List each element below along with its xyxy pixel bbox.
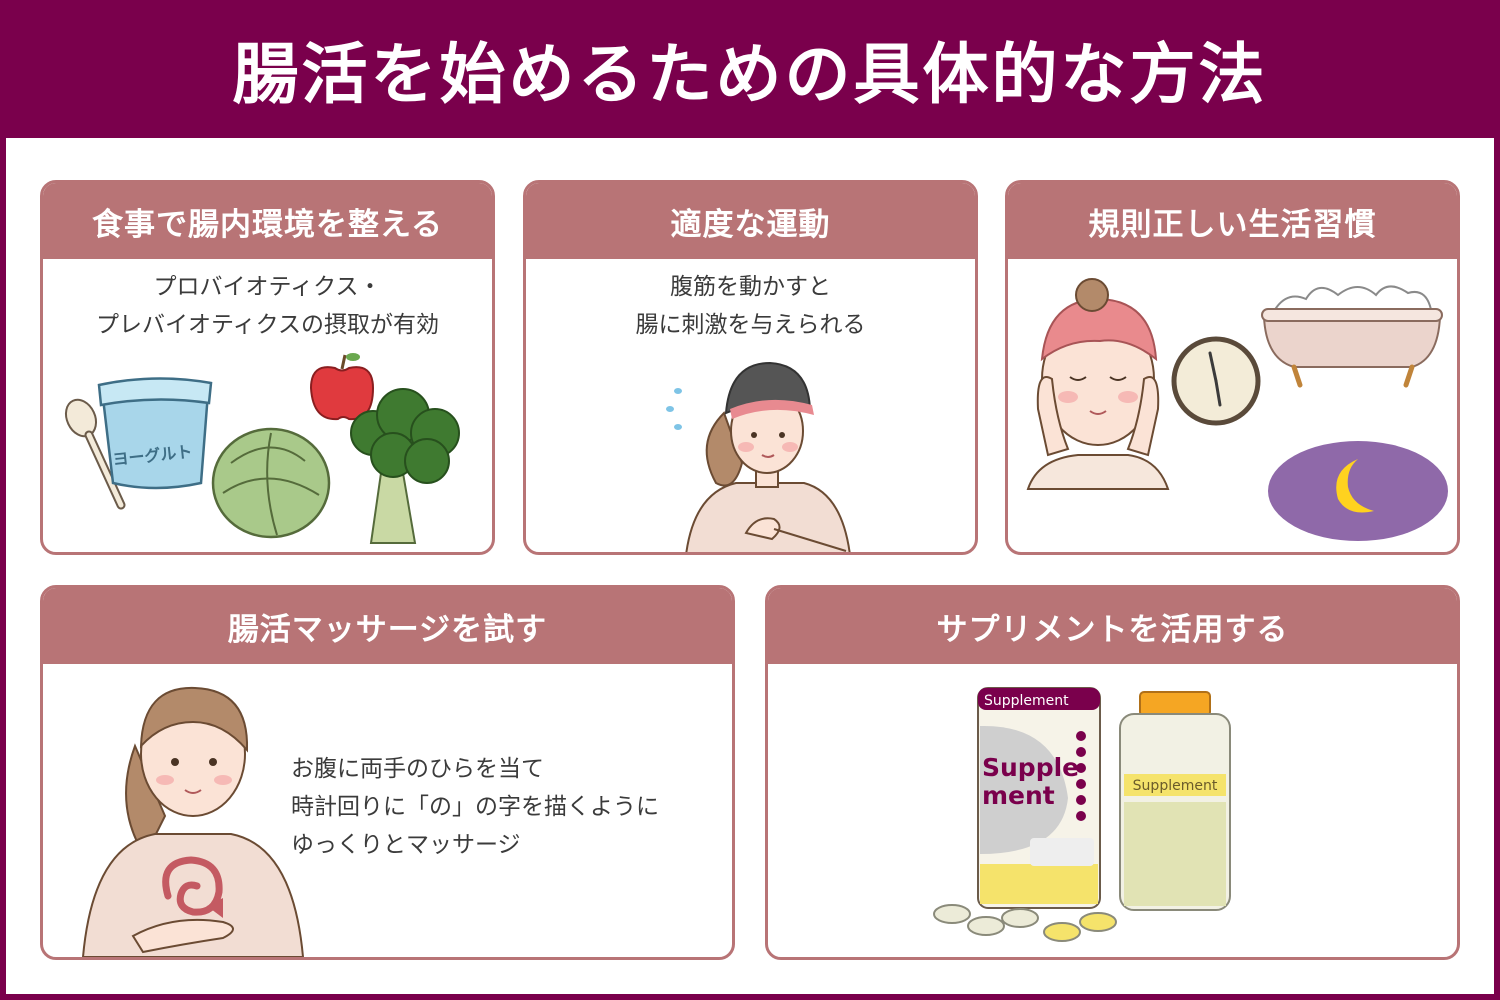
exercise-woman-illustration [666, 361, 851, 552]
description-line: 時計回りに「の」の字を描くように [291, 794, 659, 820]
card-heading: サプリメントを活用する [768, 588, 1457, 664]
bottle-big-label: ment [982, 781, 1055, 810]
woman-face-icon [1026, 278, 1170, 490]
card-heading: 腸活マッサージを試す [43, 588, 732, 664]
description-line: プレバイオティクスの摂取が有効 [96, 312, 439, 338]
card-supplements: サプリメントを活用する Supplement Supple ment Suppl… [765, 585, 1460, 960]
description-line: プロバイオティクス・ [153, 274, 382, 300]
clock-icon [1171, 336, 1261, 426]
clockwise-swirl-icon [162, 856, 223, 918]
card-massage: 腸活マッサージを試す お腹に両手のひらを当て 時計回りに「の」の字を描くように … [40, 585, 735, 960]
broccoli-icon [350, 388, 460, 544]
description-line: ゆっくりとマッサージ [291, 832, 521, 858]
cabbage-icon [211, 427, 331, 539]
description-line: 腸に刺激を与えられる [635, 312, 866, 338]
card-exercise: 適度な運動 腹筋を動かすと 腸に刺激を与えられる [523, 180, 978, 555]
apple-icon [309, 353, 375, 421]
spoon-icon [64, 398, 126, 510]
card-description: プロバイオティクス・ プレバイオティクスの摂取が有効 [43, 268, 492, 344]
description-line: 腹筋を動かすと [670, 274, 831, 300]
sweat-drops-icon [666, 388, 682, 430]
card-heading: 規則正しい生活習慣 [1008, 183, 1457, 259]
bottle-big-label: Supple [982, 753, 1079, 782]
card-lifestyle: 規則正しい生活習慣 [1005, 180, 1460, 555]
card-description: お腹に両手のひらを当て 時計回りに「の」の字を描くように ゆっくりとマッサージ [291, 750, 659, 864]
massage-woman-illustration [81, 686, 305, 957]
page-title: 腸活を始めるための具体的な方法 [232, 36, 1268, 113]
description-line: お腹に両手のひらを当て [291, 756, 544, 782]
card-heading: 適度な運動 [526, 183, 975, 259]
card-heading: 食事で腸内環境を整える [43, 183, 492, 259]
pills-icon [933, 904, 1117, 942]
yogurt-icon: ヨーグルト [97, 377, 213, 490]
card-diet: 食事で腸内環境を整える プロバイオティクス・ プレバイオティクスの摂取が有効 ヨ… [40, 180, 495, 555]
supplement-bottle-icon: Supplement Supple ment [977, 687, 1101, 909]
supplement-bottles-illustration: Supplement Supple ment Supplement [933, 687, 1231, 942]
bottle-band-label: Supplement [984, 693, 1069, 709]
night-moon-icon [1268, 441, 1448, 541]
card-description: 腹筋を動かすと 腸に刺激を与えられる [526, 268, 975, 344]
bathtub-icon [1261, 285, 1443, 388]
lifestyle-illustration [1026, 278, 1448, 541]
food-illustration: ヨーグルト [64, 353, 460, 544]
supplement-jar-icon: Supplement [1119, 691, 1231, 911]
jar-label: Supplement [1133, 778, 1218, 794]
